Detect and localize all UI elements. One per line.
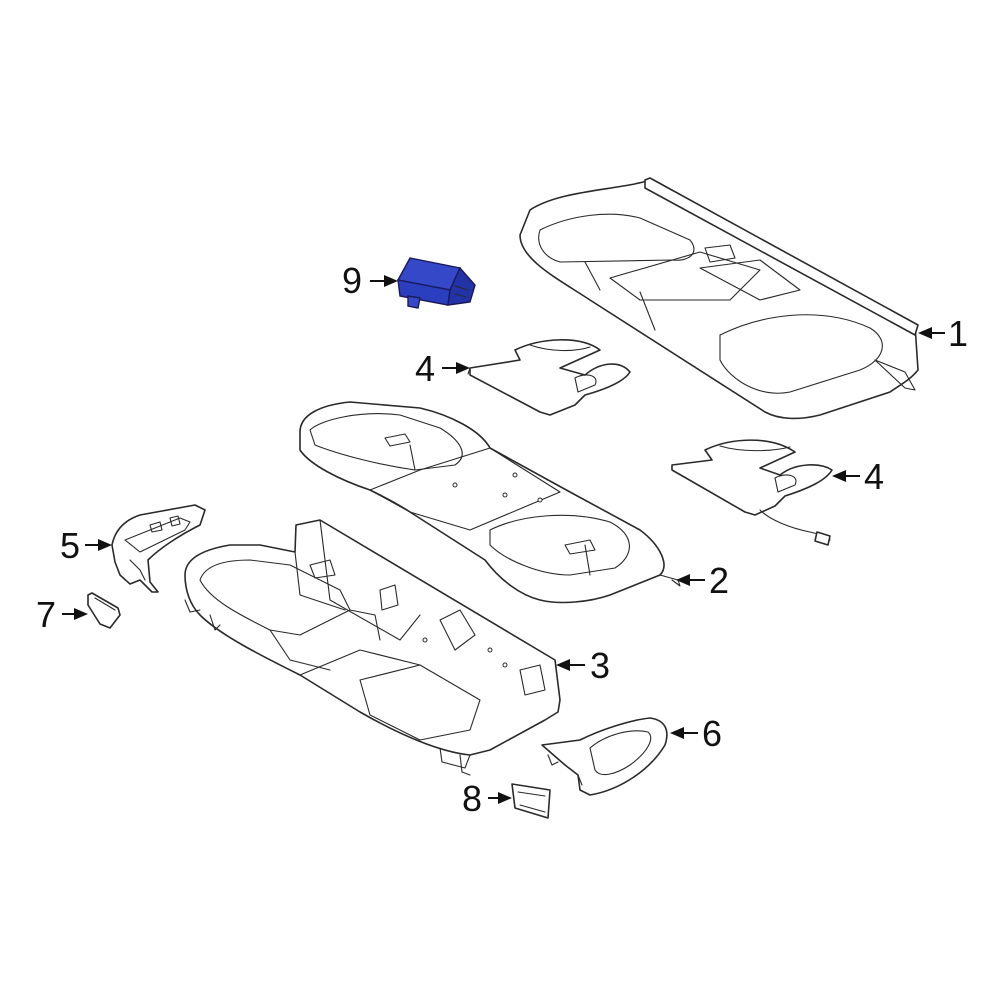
callout-arrow-5 <box>85 539 112 551</box>
callout-label-2[interactable]: 2 <box>709 560 729 601</box>
callout-arrow-4b <box>832 470 860 482</box>
part-4-lower-bolster[interactable] <box>671 439 833 546</box>
part-7-clip[interactable] <box>87 592 121 629</box>
callout-label-8[interactable]: 8 <box>462 778 482 819</box>
part-5-side-trim[interactable] <box>111 504 206 593</box>
callout-arrow-2 <box>676 574 705 586</box>
callout-label-1[interactable]: 1 <box>948 313 968 354</box>
part-1-seat-back[interactable] <box>519 177 919 420</box>
part-2-seat-cushion[interactable] <box>299 401 681 604</box>
callout-arrow-4a <box>442 362 470 374</box>
callout-label-7[interactable]: 7 <box>36 594 56 635</box>
callout-arrow-6 <box>670 727 698 739</box>
part-8-clip[interactable] <box>511 783 551 819</box>
callout-labels: 1 2 3 4 4 5 6 7 8 9 <box>36 260 968 819</box>
part-3-seat-frame[interactable] <box>184 519 561 776</box>
callout-label-6[interactable]: 6 <box>702 713 722 754</box>
callout-arrow-3 <box>556 659 585 671</box>
callout-label-3[interactable]: 3 <box>590 645 610 686</box>
part-4-upper-bolster[interactable] <box>467 339 631 416</box>
callout-arrow-7 <box>62 608 88 620</box>
callout-label-4-lower[interactable]: 4 <box>864 456 884 497</box>
part-6-side-trim[interactable] <box>541 717 668 796</box>
callout-label-5[interactable]: 5 <box>60 525 80 566</box>
callout-arrow-9 <box>370 275 398 287</box>
callout-arrows <box>62 275 945 804</box>
callout-label-4-upper[interactable]: 4 <box>415 348 435 389</box>
callout-arrow-8 <box>488 792 512 804</box>
callout-label-9[interactable]: 9 <box>342 260 362 301</box>
callout-arrow-1 <box>918 327 945 339</box>
part-9-control-module[interactable] <box>396 257 476 309</box>
